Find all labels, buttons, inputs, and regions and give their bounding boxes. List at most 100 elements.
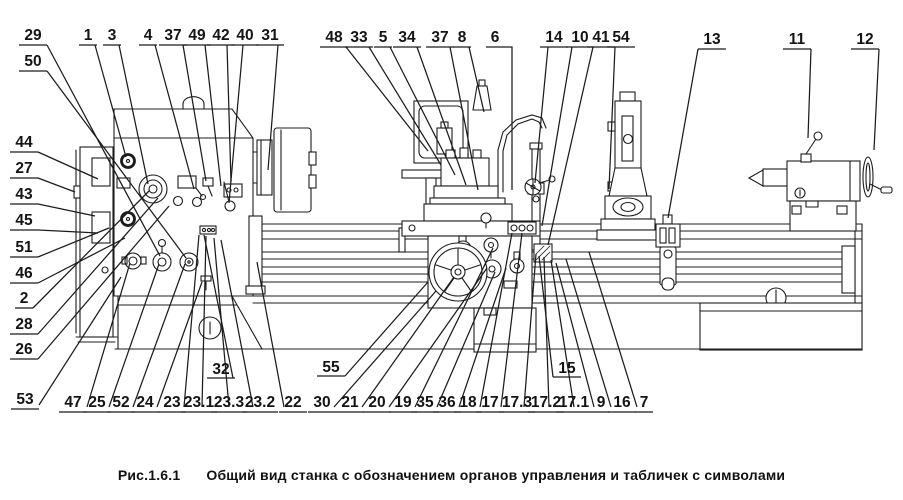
callout-47: 47 <box>59 262 131 413</box>
callout-label: 6 <box>491 29 500 46</box>
callout-11: 11 <box>783 31 812 139</box>
callout-label: 44 <box>15 134 33 151</box>
callout-2: 2 <box>15 190 150 309</box>
callout-label: 3 <box>108 27 117 44</box>
callout-14: 14 <box>534 29 568 184</box>
callout-leader <box>228 44 244 204</box>
callout-label: 26 <box>15 341 33 358</box>
callout-leader <box>220 239 254 408</box>
callout-leader <box>873 48 880 151</box>
callout-label: 14 <box>545 29 563 46</box>
callout-leader <box>201 235 207 408</box>
callout-label: 31 <box>261 27 279 44</box>
callout-leader <box>414 247 494 408</box>
figure-caption-text: Общий вид станка с обозначением органов … <box>206 467 786 483</box>
callout-leader <box>256 261 285 408</box>
callout-label: 45 <box>15 212 33 229</box>
callout-leader <box>37 151 99 180</box>
callout-leader <box>807 48 812 139</box>
callout-label: 23 <box>163 394 181 411</box>
callout-label: 16 <box>613 394 631 411</box>
callout-leader <box>183 234 200 408</box>
callout-label: 9 <box>597 394 606 411</box>
callout-label: 54 <box>612 29 630 46</box>
callout-1: 1 <box>79 27 127 158</box>
callout-30: 30 <box>308 290 437 413</box>
callout-6: 6 <box>486 29 513 190</box>
callout-41: 41 <box>547 29 615 246</box>
callout-leader <box>38 276 122 406</box>
callout-label: 36 <box>438 394 456 411</box>
callout-leader <box>32 190 150 309</box>
callout-18: 18 <box>454 232 513 413</box>
callout-8: 8 <box>453 29 485 113</box>
callout-label: 47 <box>64 394 81 411</box>
callout-55: 55 <box>317 281 429 377</box>
callout-leader <box>388 267 488 408</box>
callout-label: 21 <box>341 394 359 411</box>
callout-label: 52 <box>112 394 129 411</box>
callout-leader <box>267 44 279 171</box>
callout-label: 17 <box>481 394 498 411</box>
callout-24: 24 <box>131 281 203 413</box>
callout-49: 49 <box>183 27 222 187</box>
callout-label: 20 <box>368 394 385 411</box>
callout-7: 7 <box>588 251 653 413</box>
callout-leader <box>479 232 513 408</box>
callout-label: 2 <box>20 290 29 307</box>
callout-23.1: 23.1 <box>181 235 217 413</box>
callout-leader <box>46 70 187 259</box>
callout-label: 55 <box>322 359 340 376</box>
callout-12: 12 <box>851 31 880 151</box>
callout-43: 43 <box>10 186 96 217</box>
callout-leader <box>555 262 595 408</box>
callout-32: 32 <box>203 234 235 379</box>
callout-leader <box>108 263 160 408</box>
bed-clamp <box>655 214 681 291</box>
callout-label: 4 <box>144 27 153 44</box>
callout-leader <box>37 205 170 360</box>
callout-17.1: 17.1 <box>550 259 592 413</box>
callout-label: 28 <box>15 316 33 333</box>
callout-leader <box>523 253 537 408</box>
callout-15: 15 <box>538 255 581 378</box>
callout-21: 21 <box>336 276 455 413</box>
callout-leader <box>361 276 455 408</box>
callout-44: 44 <box>10 134 99 180</box>
callout-leader <box>458 267 507 408</box>
callout-label: 51 <box>15 239 33 256</box>
callout-leader <box>203 234 234 379</box>
callout-33: 33 <box>345 29 442 166</box>
callout-label: 35 <box>416 394 434 411</box>
callout-leader <box>118 44 149 185</box>
callout-4: 4 <box>139 27 195 190</box>
callout-52: 52 <box>107 263 186 413</box>
callout-leader <box>37 227 110 258</box>
callout-leader <box>449 46 479 191</box>
tool-post <box>401 147 513 222</box>
callout-leader <box>368 46 442 166</box>
callout-label: 37 <box>164 27 181 44</box>
callout-31: 31 <box>256 27 284 171</box>
callout-leader <box>156 281 203 408</box>
steady-rest <box>596 91 660 241</box>
callout-leader <box>37 197 159 335</box>
callout-leader <box>436 271 496 408</box>
callout-label: 22 <box>284 394 301 411</box>
headstock <box>113 96 254 297</box>
callout-label: 23.1 <box>184 394 215 411</box>
carriage <box>398 212 553 263</box>
callout-48: 48 <box>320 29 429 152</box>
callout-leader <box>204 44 222 187</box>
callout-leader <box>389 46 456 176</box>
callout-leader <box>504 46 513 190</box>
callout-leader <box>37 237 126 284</box>
callout-10: 10 <box>541 29 594 227</box>
cross-feed-handle <box>524 175 556 196</box>
callout-leader <box>543 256 550 408</box>
callout-leader <box>154 44 195 190</box>
callout-label: 43 <box>15 186 33 203</box>
callout-36: 36 <box>433 267 507 413</box>
lathe-diagram: 2950134374942403148335343786141041541311… <box>10 27 893 413</box>
